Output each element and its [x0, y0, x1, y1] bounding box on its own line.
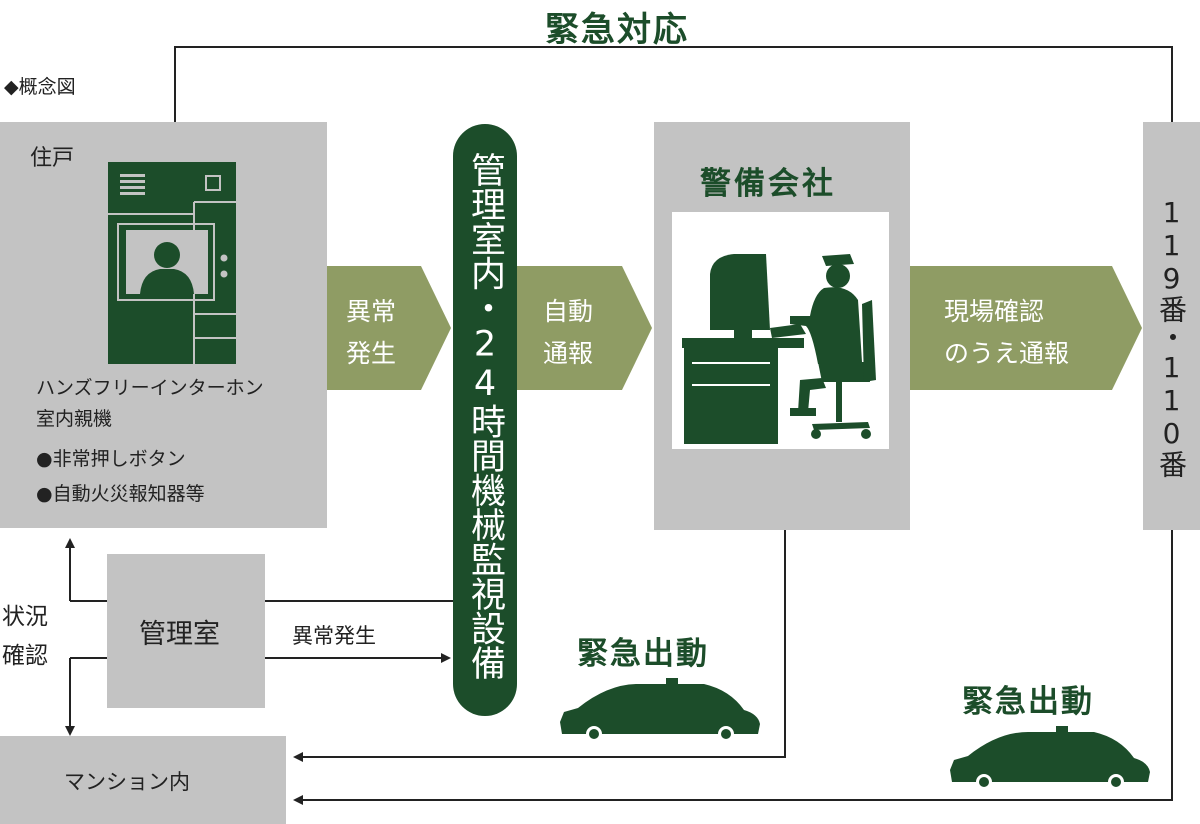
anomaly-arrow-shape: [327, 266, 451, 390]
mansion-box: [0, 736, 286, 824]
emergency-number-box: [1143, 122, 1200, 530]
status-check-label-line2: 確認: [2, 643, 48, 669]
security-dispatch-line: [293, 530, 786, 762]
emergency-number-text: 119番・110番: [1155, 196, 1188, 478]
police-car-icon-2: [950, 726, 1150, 790]
management-room-label: 管理室: [139, 619, 220, 650]
management-room-box: [107, 554, 265, 708]
security-company-title: 警備会社: [700, 166, 836, 202]
intercom-label-line1: ハンズフリーインターホン: [36, 377, 264, 399]
fire-alarm-item: ●自動火災報知器等: [36, 483, 205, 505]
emergency-response-line: [170, 46, 1173, 144]
emergency-dispatch-label-2: 緊急出動: [962, 684, 1094, 720]
emergency-response-title: 緊急対応: [545, 10, 689, 50]
intercom-label-line2: 室内親機: [36, 408, 113, 430]
diagram-caption: ◆概念図: [4, 76, 76, 98]
monitoring-pill-text: 管理室内・24時間機械監視設備: [465, 152, 505, 680]
site-check-label-line2: のうえ通報: [944, 339, 1070, 368]
anomaly-inline-label: 異常発生: [292, 624, 376, 648]
status-check-label-line1: 状況: [2, 604, 48, 630]
anomaly-label-line1: 異常: [346, 297, 397, 326]
residence-label: 住戸: [30, 146, 75, 171]
security-operator-icon: [682, 254, 876, 444]
police-car-icon-1: [560, 678, 760, 742]
mansion-label: マンション内: [64, 770, 190, 794]
auto-report-label-line2: 通報: [543, 339, 594, 368]
site-check-arrow-shape: [910, 266, 1142, 390]
site-check-label-line1: 現場確認: [944, 297, 1045, 326]
auto-report-arrow-shape: [517, 266, 652, 390]
emergency-button-item: ●非常押しボタン: [36, 448, 186, 470]
intercom-icon: [108, 162, 236, 364]
monitoring-pill: [453, 124, 517, 716]
auto-report-label-line1: 自動: [543, 297, 594, 326]
emergency-dispatch-label-1: 緊急出動: [577, 636, 709, 672]
emergency-dispatch-line: [293, 530, 1173, 805]
anomaly-label-line2: 発生: [346, 339, 397, 368]
